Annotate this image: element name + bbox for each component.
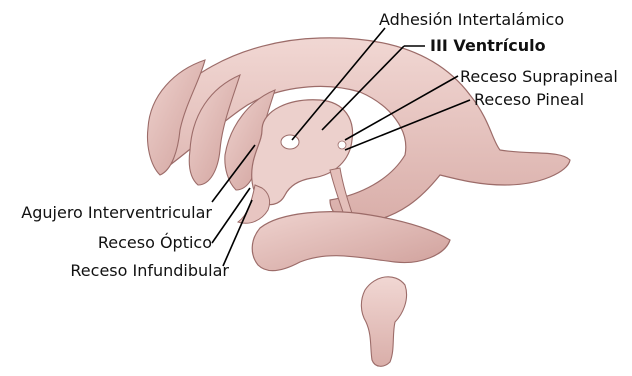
optic-infundibular-region (238, 185, 270, 223)
label-infundibular: Receso Infundibular (8, 262, 229, 280)
pineal-recess-dot (338, 141, 346, 149)
label-optico: Receso Óptico (8, 234, 212, 252)
label-suprapineal: Receso Suprapineal (460, 68, 618, 86)
label-agujero: Agujero Interventricular (8, 204, 212, 222)
temporal-horn (252, 212, 450, 271)
interthalamic-adhesion-opening (281, 135, 299, 149)
label-adhesion: Adhesión Intertalámico (379, 11, 564, 29)
leader-infundibular (223, 200, 252, 266)
fourth-ventricle (361, 277, 406, 366)
label-pineal: Receso Pineal (474, 91, 584, 109)
label-ventriculo: III Ventrículo (430, 37, 546, 55)
